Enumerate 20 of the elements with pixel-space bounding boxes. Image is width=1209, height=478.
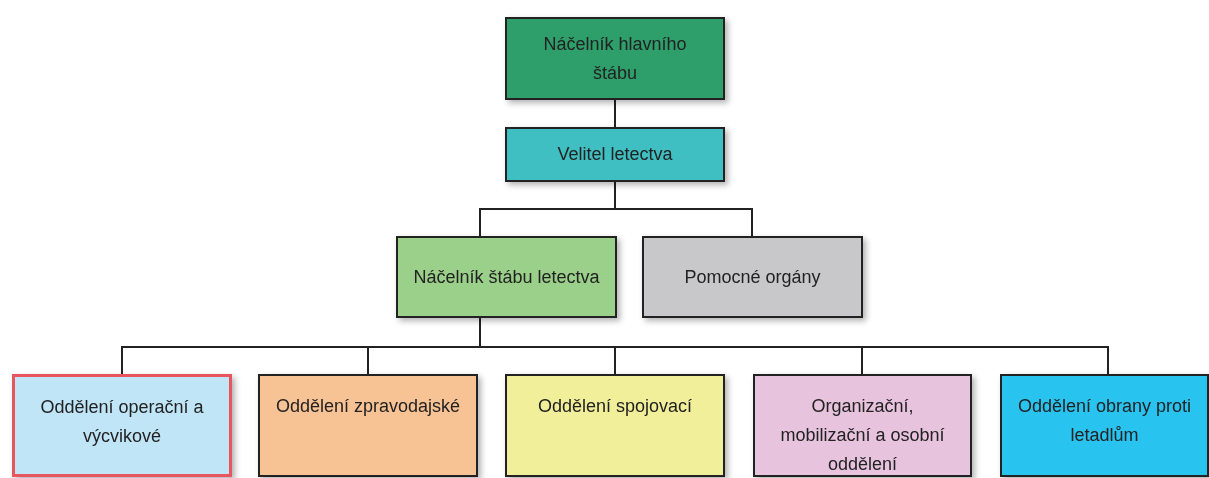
org-box — [505, 127, 725, 182]
box-label: Náčelník štábu letectva — [413, 265, 600, 289]
connector-line — [614, 99, 616, 128]
org-box — [258, 374, 478, 477]
connector-line — [614, 181, 753, 237]
org-box — [1000, 374, 1209, 477]
org-box — [505, 374, 725, 477]
box-label: Oddělení spojovací — [537, 395, 693, 418]
box-label: Oddělení zpravodajské — [275, 395, 461, 418]
box-label: Oddělení obrany proti letadlům — [1016, 395, 1193, 447]
box-label: Oddělení operační a výcvikové — [39, 396, 205, 448]
box-label: Pomocné orgány — [684, 265, 821, 289]
org-box — [753, 374, 972, 477]
box-label: Náčelník hlavního štábu — [542, 32, 688, 85]
org-box — [12, 374, 232, 477]
box-label: Velitel letectva — [557, 143, 673, 166]
org-box — [505, 17, 725, 100]
org-box — [642, 236, 863, 318]
org-box — [396, 236, 617, 318]
box-label: Organizační, mobilizační a osobní oddělení — [779, 395, 946, 476]
